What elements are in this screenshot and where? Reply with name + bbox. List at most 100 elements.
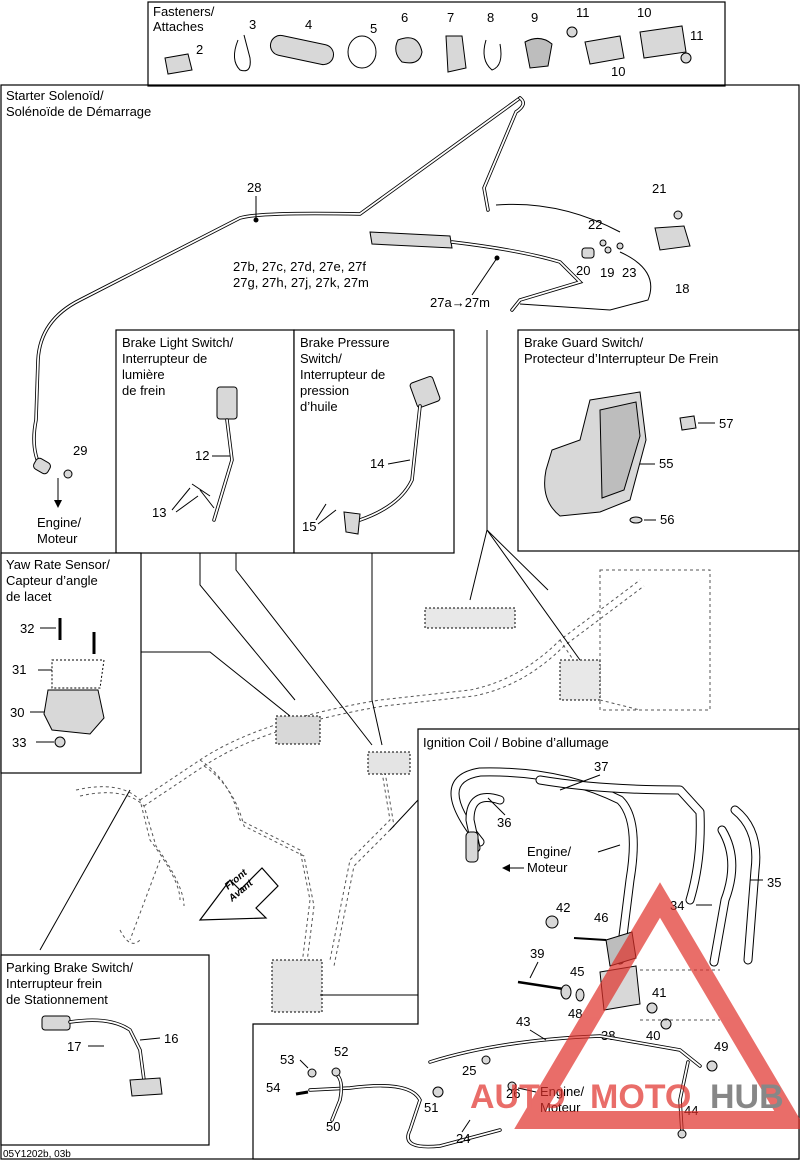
brake-pressure-title-2: Switch/ <box>300 351 342 366</box>
sensor-30 <box>43 689 105 735</box>
ignition-title: Ignition Coil / Bobine d’allumage <box>423 735 609 750</box>
engine-label-main-2: Moteur <box>37 531 78 546</box>
callout-37: 37 <box>594 759 608 774</box>
callout-45: 45 <box>570 964 584 979</box>
connector-12 <box>216 386 238 420</box>
watermark-triangle <box>514 882 800 1129</box>
callout-18: 18 <box>675 281 689 296</box>
watermark-auto: AUTO <box>470 1078 566 1116</box>
callout-15: 15 <box>302 519 316 534</box>
callout-5: 5 <box>370 21 377 36</box>
nut-42 <box>545 915 559 929</box>
abs-module-dashed <box>559 659 601 701</box>
brake-pressure-title-1: Brake Pressure <box>300 335 390 350</box>
callout-41: 41 <box>652 985 666 1000</box>
clamp-5 <box>347 35 377 69</box>
clamp-8 <box>483 39 502 71</box>
callout-11a: 11 <box>576 5 590 20</box>
yaw-rate-title-2: Capteur d’angle <box>6 573 98 588</box>
callout-39: 39 <box>530 946 544 961</box>
engine-label-ign-a2: Moteur <box>527 860 568 875</box>
spacer-45 <box>560 984 572 1000</box>
parking-brake-title-1: Parking Brake Switch/ <box>6 960 134 975</box>
brake-pressure-title-4: pression <box>300 383 349 398</box>
washer-23 <box>616 242 624 250</box>
callout-55: 55 <box>659 456 673 471</box>
watermark-moto: MOTO <box>590 1078 691 1116</box>
callout-36: 36 <box>497 815 511 830</box>
fasteners-panel: Fasteners/ Attaches 2 3 4 5 6 7 8 9 11 1… <box>147 1 726 87</box>
callout-51: 51 <box>424 1100 438 1115</box>
watermark-logo: AUTO MOTO HUB <box>470 882 800 1129</box>
nut-11a <box>566 26 578 38</box>
main-title-line1: Starter Solenoïd/ <box>6 88 104 103</box>
callout-56: 56 <box>660 512 674 527</box>
switch-57 <box>679 415 697 431</box>
gasket-31 <box>51 659 105 689</box>
callout-42: 42 <box>556 900 570 915</box>
front-direction-arrow: Front Avant <box>198 867 279 921</box>
yaw-rate-title-1: Yaw Rate Sensor/ <box>6 557 110 572</box>
nut-21 <box>673 210 683 220</box>
nut-51 <box>432 1086 444 1098</box>
suffix-list-line1: 27b, 27c, 27d, 27e, 27f <box>233 259 366 274</box>
nut-33 <box>54 736 66 748</box>
brake-light-panel: Brake Light Switch/ Interrupteur de lumi… <box>115 329 295 554</box>
callout-30: 30 <box>10 705 24 720</box>
callout-43: 43 <box>516 1014 530 1029</box>
callout-29: 29 <box>73 443 87 458</box>
nut-40 <box>660 1018 672 1030</box>
callout-24: 24 <box>456 1131 470 1146</box>
nut-29 <box>63 469 73 479</box>
sleeve-4 <box>269 34 335 66</box>
callout-10a: 10 <box>611 64 625 79</box>
washer-56 <box>629 516 643 524</box>
callout-14: 14 <box>370 456 384 471</box>
callout-33: 33 <box>12 735 26 750</box>
nut-41 <box>646 1002 658 1014</box>
brake-guard-title-1: Brake Guard Switch/ <box>524 335 644 350</box>
callout-28: 28 <box>247 180 261 195</box>
fasteners-frame <box>147 1 726 87</box>
main-title-line2: Solénoïde de Démarrage <box>6 104 151 119</box>
callout-16: 16 <box>164 1031 178 1046</box>
brake-light-title-3: lumière <box>122 367 165 382</box>
harness-28: 28 29 Engine/ Moteur <box>32 96 525 546</box>
grommet-9 <box>524 38 553 69</box>
yaw-rate-frame <box>0 552 142 774</box>
nut-11b <box>680 52 692 64</box>
plug-boot-36 <box>465 831 479 863</box>
bracket-10b <box>639 25 687 59</box>
nut-25 <box>481 1055 491 1065</box>
parking-brake-frame <box>0 954 210 1146</box>
engine-label-main-1: Engine/ <box>37 515 81 530</box>
connector-29 <box>33 457 51 475</box>
callout-20: 20 <box>576 263 590 278</box>
connector-14 <box>409 376 441 408</box>
ignition-frame <box>252 728 800 1160</box>
callout-11b: 11 <box>690 28 704 43</box>
suffix-list-line2: 27g, 27h, 27j, 27k, 27m <box>233 275 369 290</box>
harness-connector-parking <box>271 959 323 1013</box>
callout-46: 46 <box>594 910 608 925</box>
grommet-6 <box>395 37 423 64</box>
brake-pressure-title-5: d’huile <box>300 399 338 414</box>
leader-lines <box>39 330 581 996</box>
callout-13: 13 <box>152 505 166 520</box>
harness-connector-yaw <box>275 715 321 745</box>
starter-solenoid: 21 22 20 19 23 18 <box>495 181 691 311</box>
yaw-rate-panel: Yaw Rate Sensor/ Capteur d’angle de lace… <box>0 552 142 774</box>
bracket-10a <box>584 35 625 65</box>
brake-light-title-1: Brake Light Switch/ <box>122 335 234 350</box>
callout-10b: 10 <box>637 5 651 20</box>
connector-block-dashed <box>424 607 516 629</box>
callout-6: 6 <box>401 10 408 25</box>
callout-27-range: 27a→27m <box>430 295 490 310</box>
callout-40: 40 <box>646 1028 660 1043</box>
nut-19 <box>604 246 612 254</box>
fasteners-title-line1: Fasteners/ <box>153 4 215 19</box>
main-wiring-harness <box>75 569 711 1013</box>
clip-7 <box>445 35 467 73</box>
callout-22: 22 <box>588 217 602 232</box>
